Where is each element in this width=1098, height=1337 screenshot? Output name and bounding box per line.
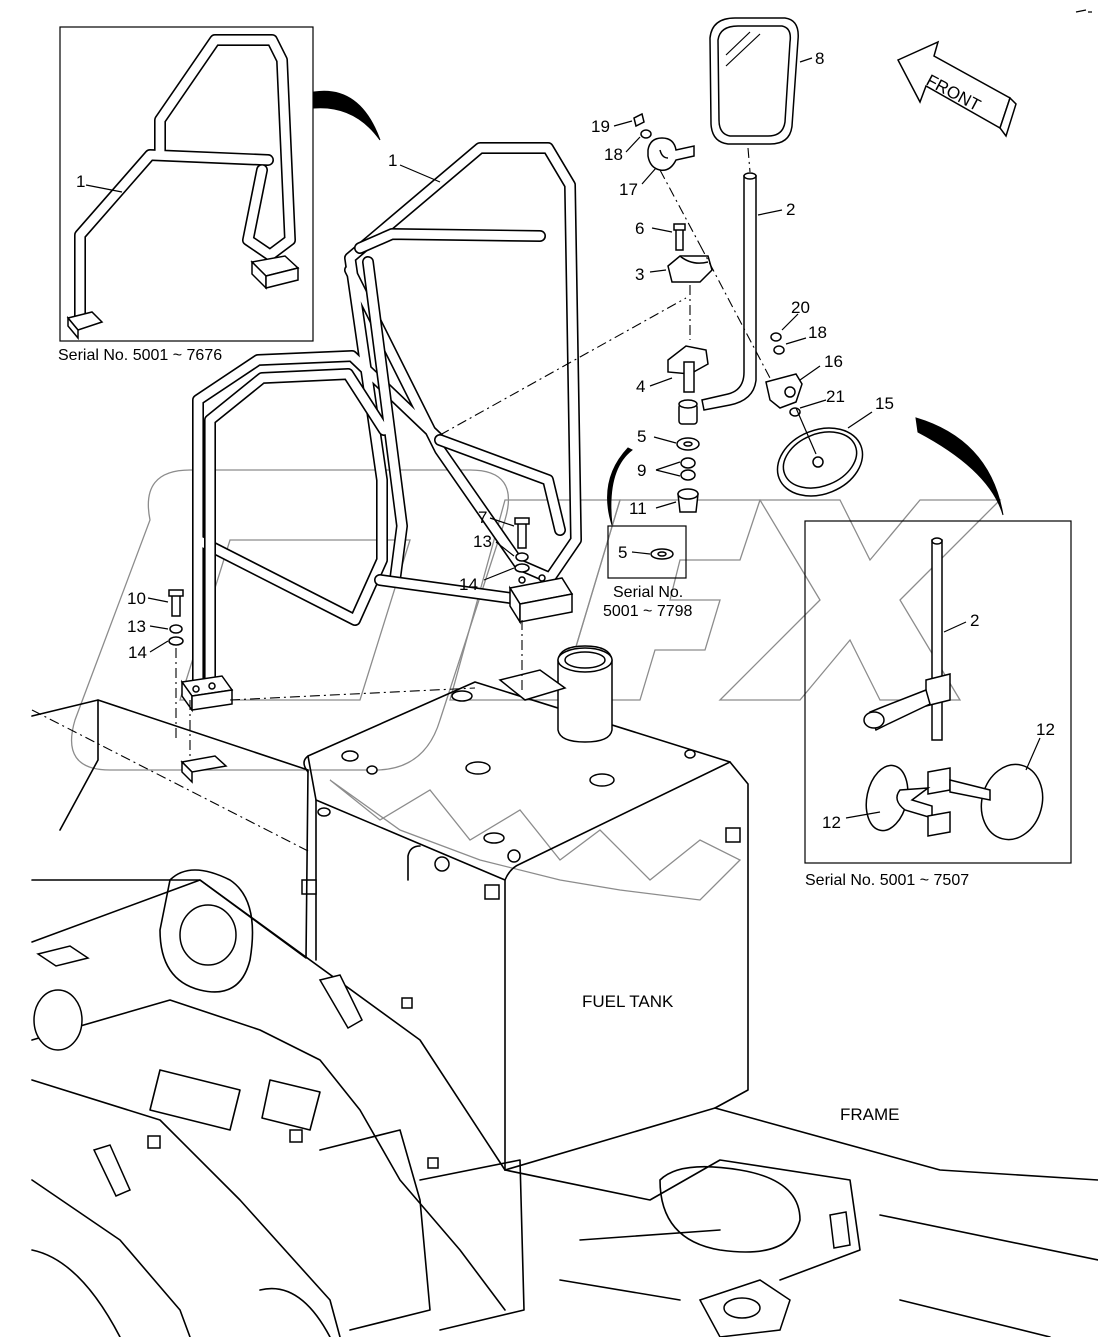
- callout-13-left: 13: [127, 617, 146, 636]
- mounting-pads: [31, 620, 523, 853]
- callout-10: 10: [127, 589, 146, 608]
- callout-6: 6: [635, 219, 644, 238]
- frame-label: FRAME: [840, 1105, 900, 1124]
- fuel-tank-label: FUEL TANK: [582, 992, 674, 1011]
- callout-14-left: 14: [128, 643, 147, 662]
- callout-18-top: 18: [604, 145, 623, 164]
- callout-3: 3: [635, 265, 644, 284]
- callout-20: 20: [791, 298, 810, 317]
- opex-watermark: [70, 469, 1002, 901]
- callout-18-right: 18: [808, 323, 827, 342]
- serial-washer-line2: 5001 ~ 7798: [603, 603, 693, 620]
- callout-4: 4: [636, 377, 645, 396]
- mirror-stay-2: 2: [701, 147, 795, 411]
- callout-11: 11: [629, 499, 647, 518]
- callout-15: 15: [875, 394, 894, 413]
- handrail-bolts: 10 13 14 7 13 14: [127, 508, 530, 668]
- callout-1-main: 1: [388, 151, 397, 170]
- frame: FRAME: [31, 699, 1098, 1337]
- callout-17: 17: [619, 180, 638, 199]
- mirror-8: 8: [709, 17, 824, 145]
- callout-12-left: 12: [822, 813, 841, 832]
- front-direction-arrow: FRONT: [896, 40, 1017, 138]
- mirror-15-group: 20 18 16 21 15: [765, 298, 894, 497]
- callout-21: 21: [826, 387, 845, 406]
- reference-arrow-washer: [607, 447, 633, 526]
- fuel-tank: FUEL TANK: [301, 645, 749, 1171]
- reference-arrow-right: [915, 417, 1004, 516]
- callout-2-inset: 2: [970, 611, 979, 630]
- inset-handrail-early: 1: [59, 26, 314, 342]
- inset-mirror-early: 2 12 12: [804, 520, 1072, 864]
- handrail-main: 1: [180, 142, 582, 713]
- callout-16: 16: [824, 352, 843, 371]
- callout-5-main: 5: [637, 427, 646, 446]
- clamp-17-group: 19 18 17: [591, 112, 701, 246]
- serial-inset-right: Serial No. 5001 ~ 7507: [805, 872, 969, 889]
- callout-13-right: 13: [473, 532, 492, 551]
- bracket-3-group: 6 3: [439, 219, 771, 436]
- callout-1-inset: 1: [76, 172, 85, 191]
- washer-serial-box: 5: [607, 525, 687, 579]
- callout-8: 8: [815, 49, 824, 68]
- reference-arrow-left: [313, 90, 381, 141]
- corner-mark: [1075, 9, 1092, 13]
- callout-14-right: 14: [459, 575, 478, 594]
- serial-inset-top-left: Serial No. 5001 ~ 7676: [58, 347, 222, 364]
- callout-9: 9: [637, 461, 646, 480]
- callout-19: 19: [591, 117, 610, 136]
- serial-washer-line1: Serial No.: [613, 584, 683, 601]
- callout-12-right: 12: [1036, 720, 1055, 739]
- callout-2-top: 2: [786, 200, 795, 219]
- callout-5-box: 5: [618, 543, 627, 562]
- inset-handrail-tube: [74, 34, 296, 324]
- callout-7: 7: [478, 508, 487, 527]
- bracket-4-group: 4 5 9 11: [607, 345, 709, 526]
